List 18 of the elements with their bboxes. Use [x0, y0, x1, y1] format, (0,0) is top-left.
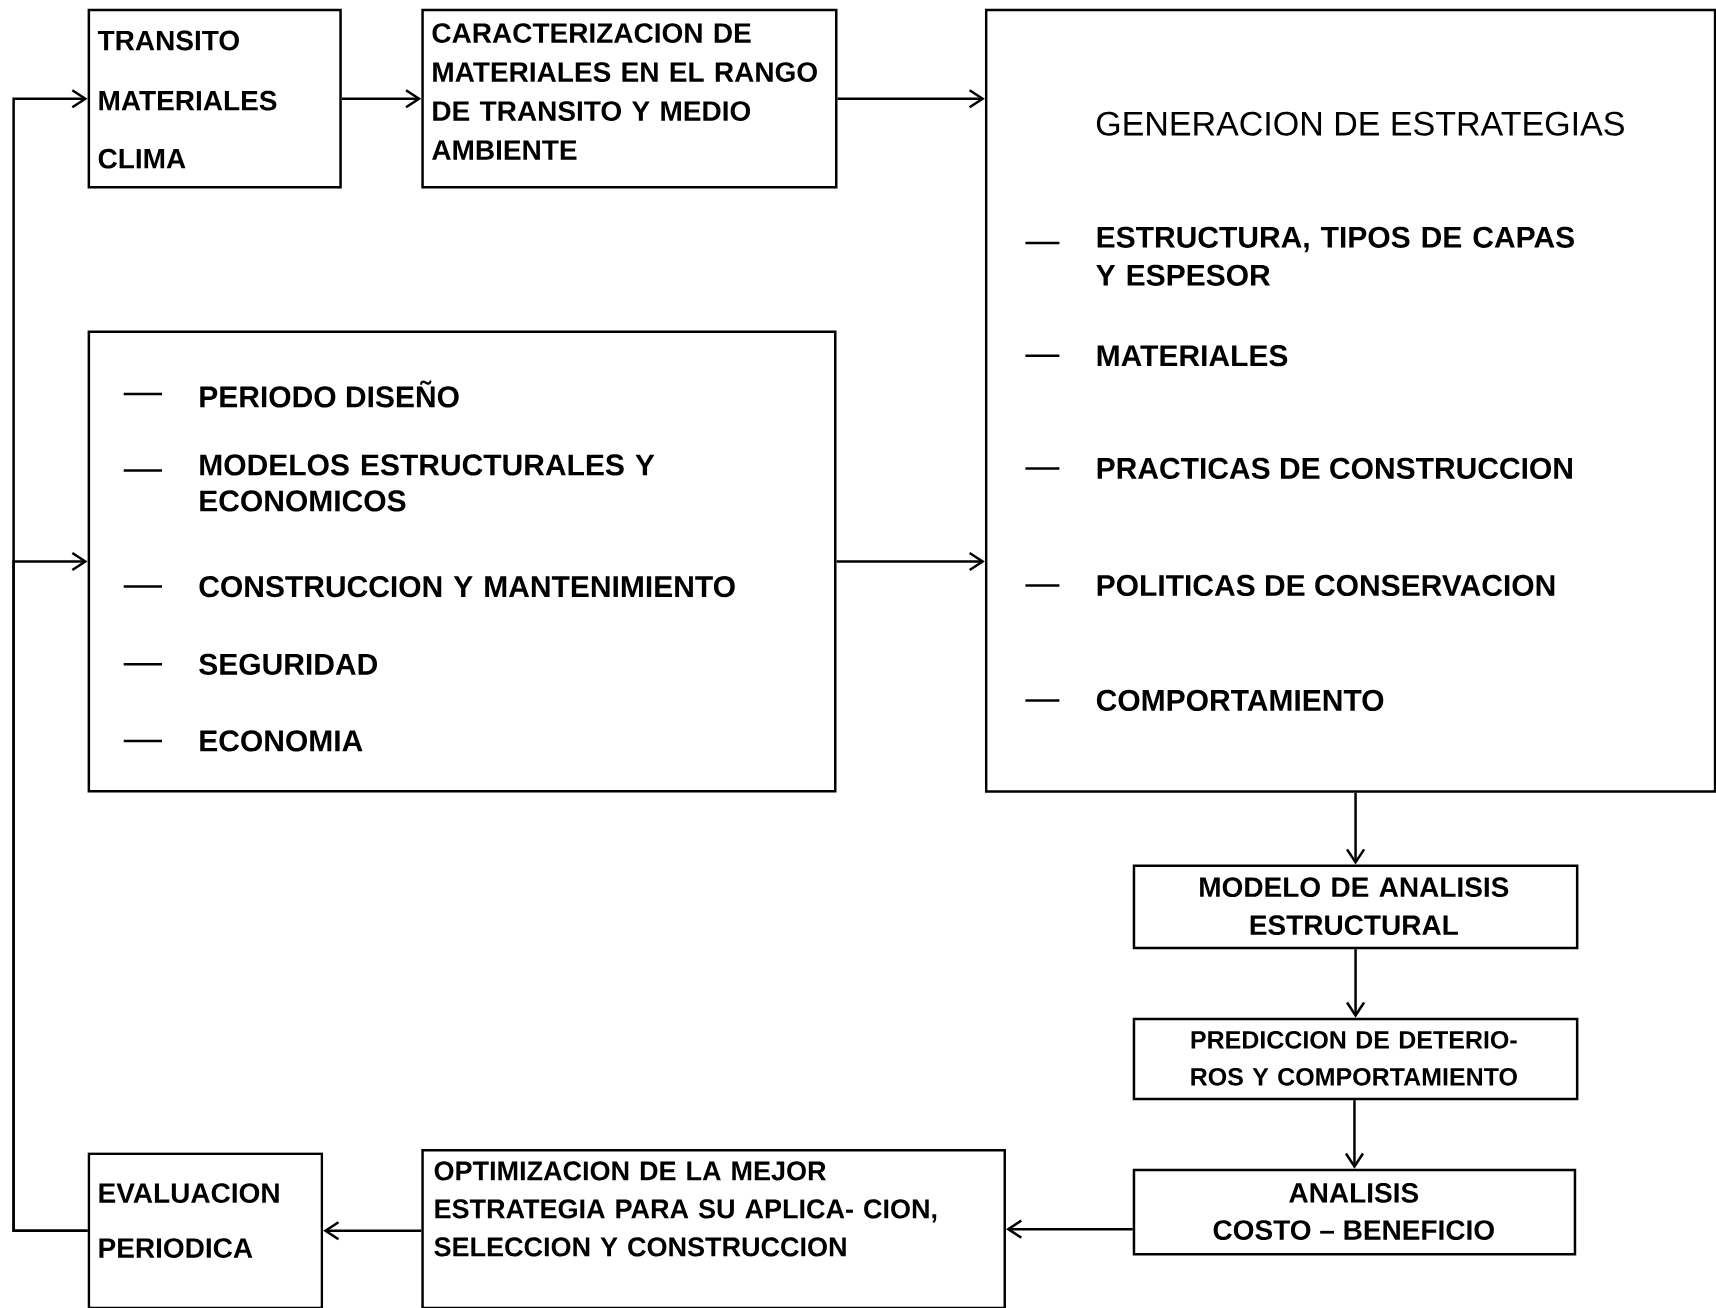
arrow [12, 552, 88, 1233]
process-box: MODELO DE ANALISIS ESTRUCTURAL [1132, 864, 1579, 950]
arrow [1344, 1100, 1364, 1169]
arrow [837, 89, 985, 109]
process-box: PREDICCION DE DETERIO- ROS Y COMPORTAMIENTO [1132, 1017, 1579, 1101]
arrow [1346, 949, 1366, 1018]
process-box: OPTIMIZACION DE LA MEJOR ESTRATEGIA PARA SU APLICA- CION, SELECCION Y CONSTRUCCION [421, 1149, 1006, 1308]
process-box: EVALUACION PERIODICA [87, 1152, 324, 1308]
process-box: ANALISIS COSTO – BENEFICIO [1132, 1168, 1577, 1256]
process-box: CARACTERIZACION DE MATERIALES EN EL RANGO DE TRANSITO Y MEDIO AMBIENTE [421, 8, 838, 189]
arrow [1006, 1219, 1133, 1239]
arrow [1346, 792, 1366, 865]
process-box: GENERACION DE ESTRATEGIAS ESTRUCTURA, TIPOS DE CAPAS Y ESPESOR MATERIALES PRACTICAS DE CONSTRUCCION POLITICAS DE CONSERVACION COMPORTAMIENTO [984, 8, 1716, 793]
process-box: PERIODO DISEÑO MODELOS ESTRUCTURALES Y ECONOMICOS CONSTRUCCION Y MANTENIMIENTO SEGURIDAD ECONOMIA [87, 330, 837, 793]
arrow [836, 552, 985, 572]
arrow [323, 1221, 422, 1241]
arrow [341, 89, 422, 109]
process-box: TRANSITO MATERIALES CLIMA [87, 8, 342, 189]
